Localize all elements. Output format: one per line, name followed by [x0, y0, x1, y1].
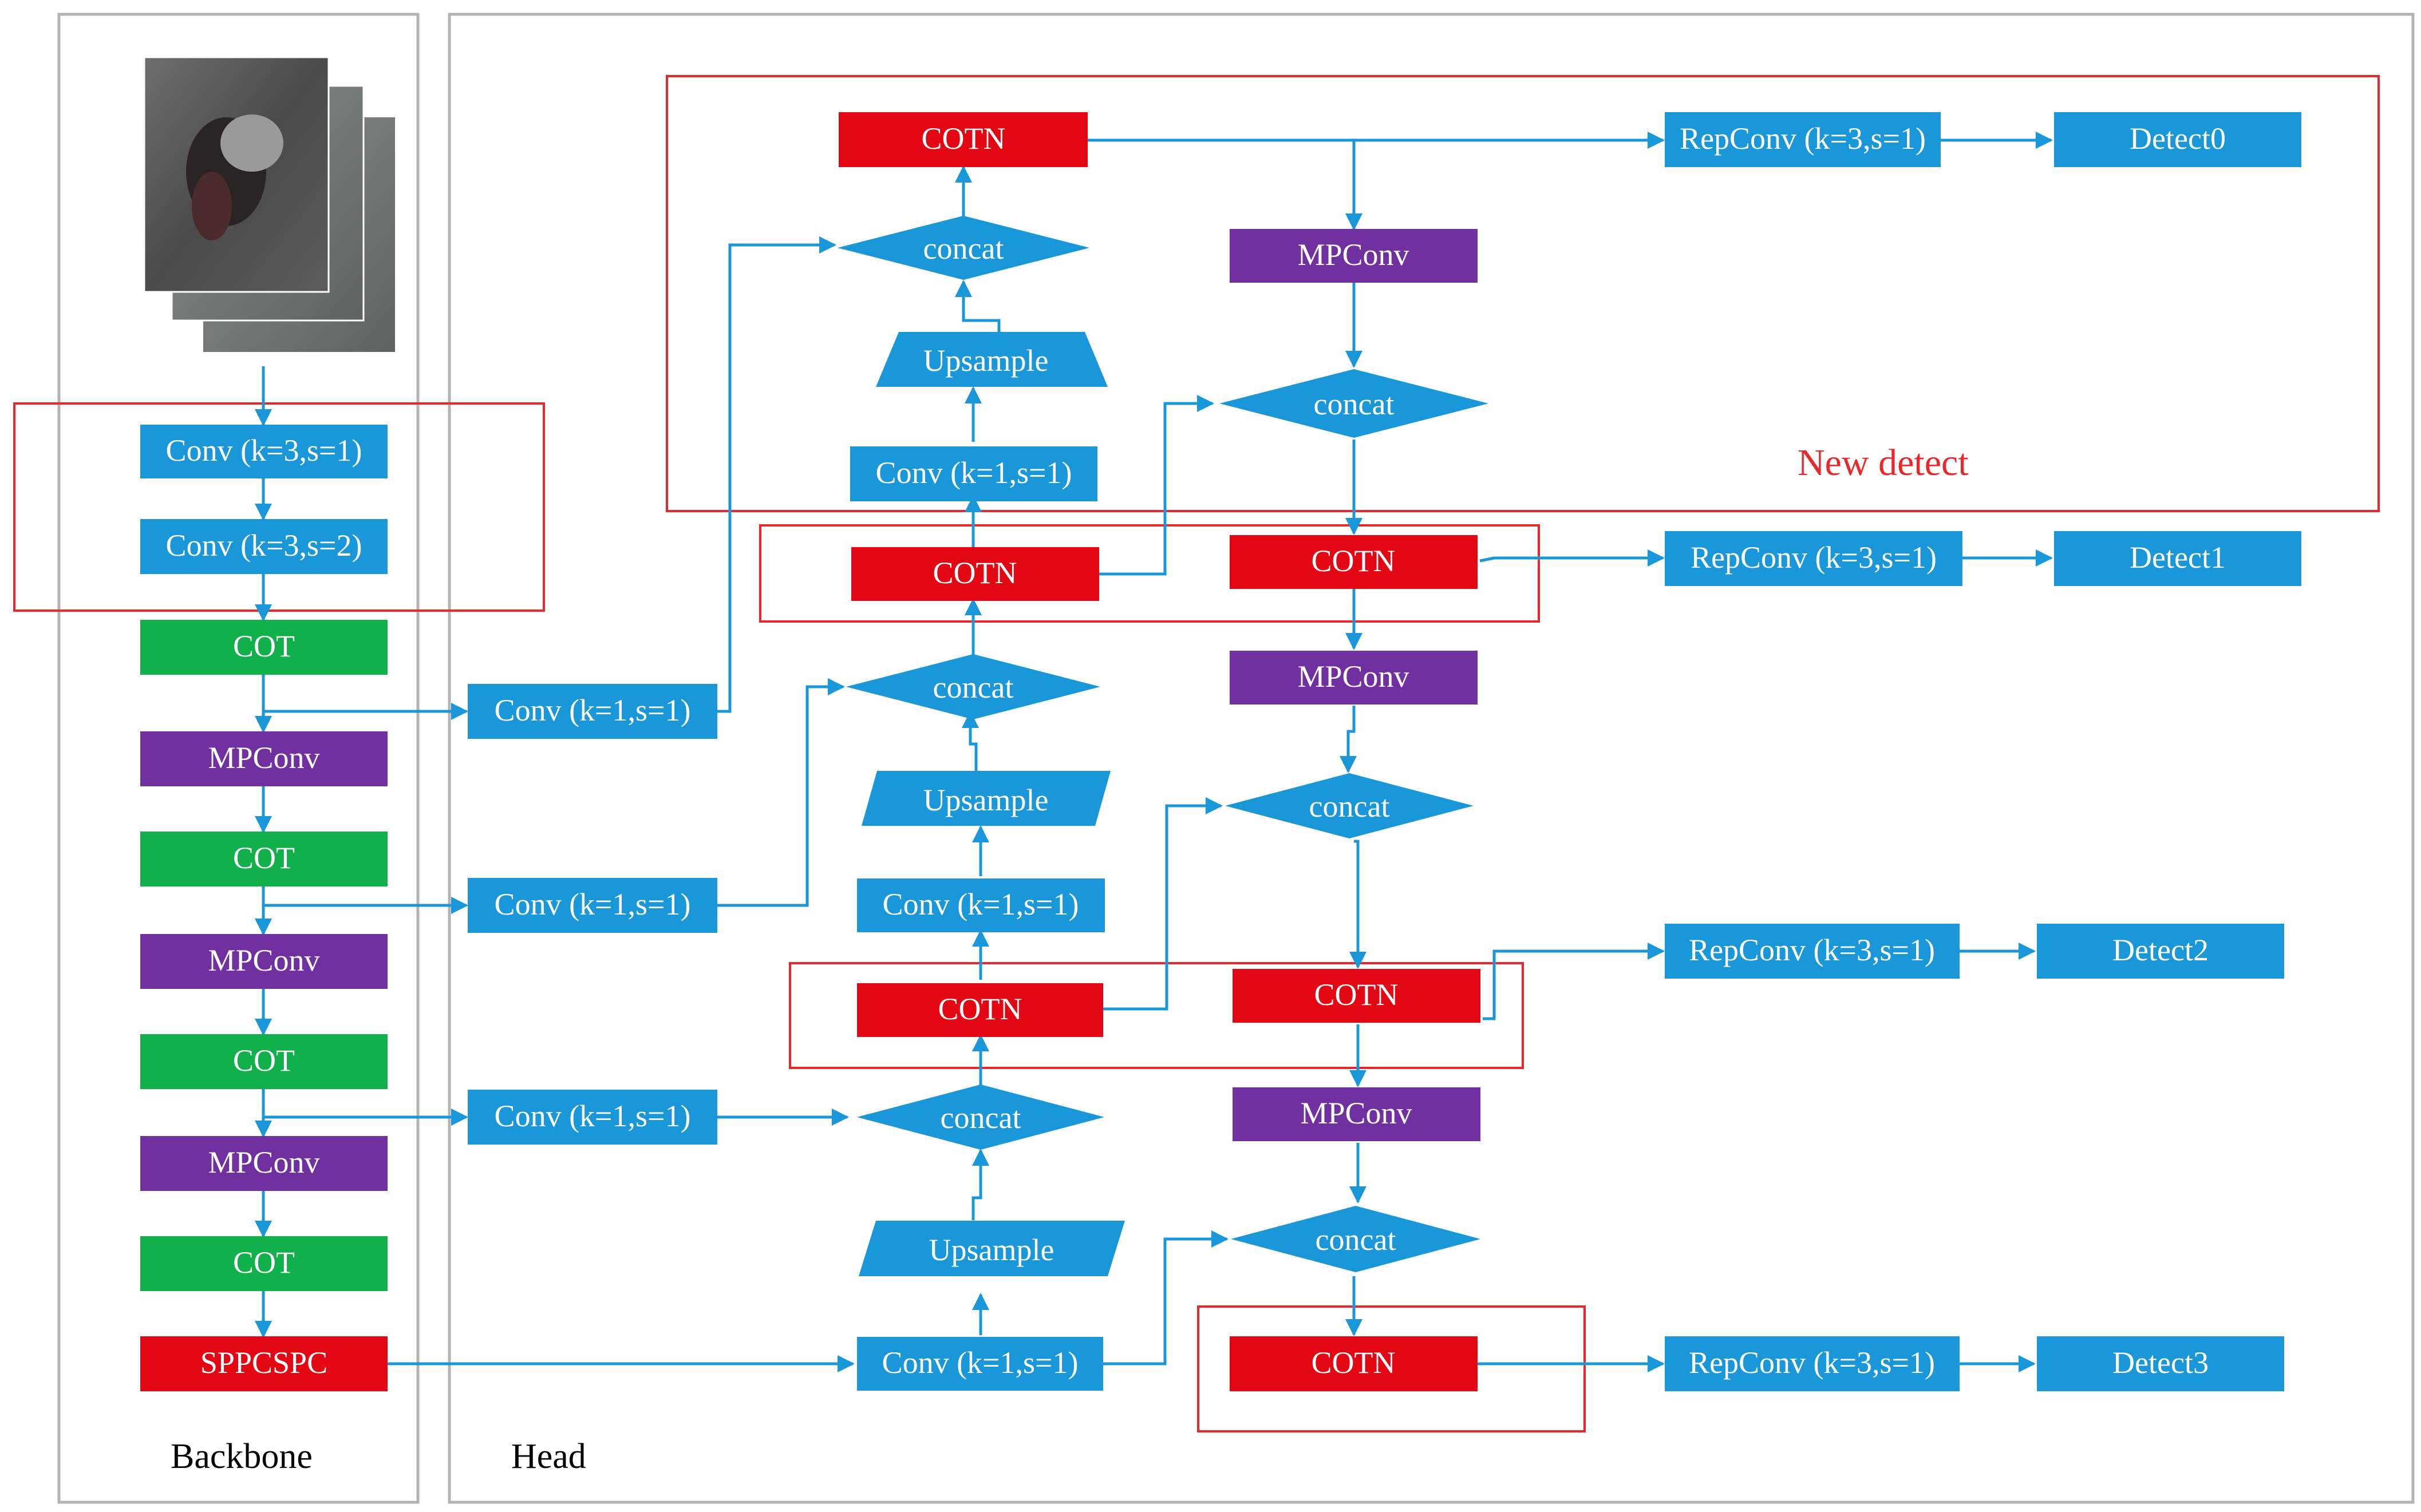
lateral-conv-3: Conv (k=1,s=1) [468, 1090, 717, 1145]
svg-text:concat: concat [933, 670, 1014, 704]
conv-a: Conv (k=1,s=1) [850, 446, 1097, 501]
concat-r2: concat [1225, 773, 1474, 838]
upsample-c: Upsample [859, 1221, 1125, 1276]
upsample-a: Upsample [876, 332, 1108, 387]
svg-text:COTN: COTN [1312, 544, 1396, 578]
detect-1: Detect1 [2054, 531, 2301, 586]
backbone-cot-3: COT [140, 1034, 388, 1089]
mpconv-r3: MPConv [1233, 1087, 1480, 1141]
svg-text:COT: COT [233, 629, 295, 663]
svg-text:COT: COT [233, 1043, 295, 1078]
detect-0: Detect0 [2054, 112, 2301, 167]
head-label: Head [511, 1437, 586, 1476]
cotn-pair-box-1 [759, 524, 1540, 623]
svg-text:RepConv (k=3,s=1): RepConv (k=3,s=1) [1689, 1345, 1935, 1380]
backbone-conv-k3-s2: Conv (k=3,s=2) [140, 519, 388, 574]
svg-text:Detect0: Detect0 [2130, 121, 2226, 156]
mpconv-r1: MPConv [1230, 229, 1478, 283]
svg-text:COT: COT [233, 1245, 295, 1280]
svg-text:COT: COT [233, 841, 295, 875]
conv-c: Conv (k=1,s=1) [857, 1337, 1103, 1391]
cotn-r1: COTN [1230, 535, 1478, 589]
upsample-b: Upsample [862, 771, 1111, 826]
backbone-mpconv-1: MPConv [140, 731, 388, 786]
mpconv-r2: MPConv [1230, 651, 1478, 704]
svg-text:MPConv: MPConv [208, 741, 319, 775]
cotn-pair-box-2 [789, 962, 1524, 1069]
svg-text:concat: concat [1314, 387, 1395, 421]
repconv-1: RepConv (k=3,s=1) [1665, 531, 1962, 586]
concat-c: concat [857, 1084, 1104, 1150]
svg-text:RepConv (k=3,s=1): RepConv (k=3,s=1) [1689, 933, 1935, 967]
lateral-conv-1: Conv (k=1,s=1) [468, 684, 717, 739]
concat-r1: concat [1219, 369, 1488, 438]
backbone-cot-4: COT [140, 1236, 388, 1291]
svg-text:COTN: COTN [938, 992, 1022, 1026]
lateral-conv-2: Conv (k=1,s=1) [468, 878, 717, 933]
connections [255, 132, 2053, 1372]
new-detect-box [666, 75, 2380, 512]
svg-text:COTN: COTN [1314, 977, 1399, 1012]
head-panel [448, 13, 2415, 1504]
svg-text:concat: concat [941, 1101, 1021, 1135]
concat-b: concat [846, 654, 1100, 719]
svg-text:Conv (k=3,s=1): Conv (k=3,s=1) [166, 433, 362, 468]
cotn-top: COTN [839, 112, 1088, 167]
repconv-2: RepConv (k=3,s=1) [1665, 924, 1960, 979]
backbone-sppcspc: SPPCSPC [140, 1336, 388, 1391]
repconv-3: RepConv (k=3,s=1) [1665, 1336, 1960, 1391]
svg-text:MPConv: MPConv [1297, 238, 1409, 272]
concat-r3: concat [1231, 1206, 1480, 1272]
svg-text:MPConv: MPConv [208, 1145, 319, 1179]
svg-text:concat: concat [1309, 789, 1390, 824]
svg-text:Conv (k=1,s=1): Conv (k=1,s=1) [495, 887, 691, 921]
detect-2: Detect2 [2037, 924, 2284, 979]
svg-text:COTN: COTN [922, 121, 1006, 156]
svg-text:Conv (k=3,s=2): Conv (k=3,s=2) [166, 528, 362, 563]
svg-text:Upsample: Upsample [923, 783, 1049, 817]
backbone-cot-1: COT [140, 620, 388, 675]
svg-text:Conv (k=1,s=1): Conv (k=1,s=1) [876, 456, 1072, 490]
detect-3: Detect3 [2037, 1336, 2284, 1391]
svg-text:Detect3: Detect3 [2112, 1345, 2209, 1380]
conv-b: Conv (k=1,s=1) [857, 878, 1105, 932]
svg-text:Upsample: Upsample [929, 1233, 1055, 1267]
svg-text:Conv (k=1,s=1): Conv (k=1,s=1) [495, 1099, 691, 1133]
svg-text:MPConv: MPConv [1297, 659, 1409, 694]
backbone-label: Backbone [171, 1437, 313, 1476]
repconv-0: RepConv (k=3,s=1) [1665, 112, 1941, 167]
svg-text:Conv (k=1,s=1): Conv (k=1,s=1) [882, 1345, 1079, 1380]
concat-a: concat [838, 216, 1089, 280]
backbone-conv-k3-s1: Conv (k=3,s=1) [140, 425, 388, 478]
cotn-r2: COTN [1233, 969, 1480, 1023]
svg-text:COTN: COTN [933, 556, 1017, 590]
svg-text:SPPCSPC: SPPCSPC [200, 1345, 327, 1380]
svg-text:MPConv: MPConv [208, 943, 319, 977]
svg-text:RepConv (k=3,s=1): RepConv (k=3,s=1) [1691, 540, 1937, 575]
input-image-stack [143, 56, 395, 352]
cotn-b: COTN [851, 547, 1099, 601]
svg-text:Conv (k=1,s=1): Conv (k=1,s=1) [495, 693, 691, 727]
backbone-mpconv-3: MPConv [140, 1136, 388, 1191]
stem-highlight-box [13, 402, 545, 612]
cotn-r3: COTN [1230, 1336, 1478, 1391]
svg-text:Detect1: Detect1 [2130, 540, 2226, 575]
cotn-c: COTN [857, 983, 1103, 1037]
backbone-cot-2: COT [140, 832, 388, 886]
backbone-panel [57, 13, 420, 1504]
svg-text:MPConv: MPConv [1300, 1096, 1412, 1130]
svg-text:concat: concat [923, 231, 1004, 266]
svg-text:Conv (k=1,s=1): Conv (k=1,s=1) [883, 887, 1079, 921]
svg-text:Detect2: Detect2 [2112, 933, 2209, 967]
svg-text:COTN: COTN [1312, 1345, 1396, 1380]
svg-text:concat: concat [1316, 1222, 1396, 1257]
cotn-bottom-box [1197, 1305, 1586, 1432]
backbone-mpconv-2: MPConv [140, 934, 388, 989]
new-detect-label: New detect [1798, 442, 1969, 484]
svg-text:RepConv (k=3,s=1): RepConv (k=3,s=1) [1680, 121, 1926, 156]
svg-text:Upsample: Upsample [923, 343, 1049, 378]
